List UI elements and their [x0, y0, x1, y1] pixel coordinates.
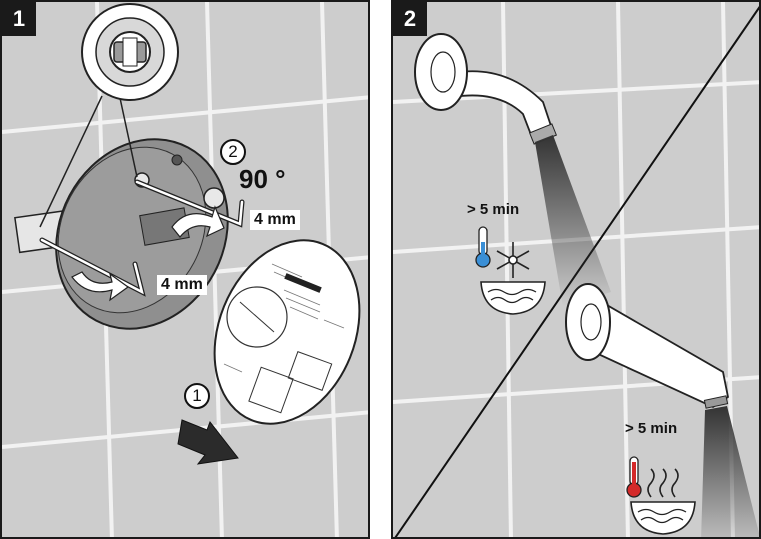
tub-spout-lower	[565, 283, 730, 409]
hot-flush-duration-label: > 5 min	[625, 420, 678, 437]
rotation-arrow-upper	[171, 205, 225, 238]
pull-direction-arrow	[177, 419, 239, 465]
step-2-illustration	[393, 2, 759, 537]
steam-icon	[647, 468, 679, 498]
step-2-panel: 2 > 5 min > 5 min	[391, 0, 761, 539]
rotation-arrow-lower	[71, 271, 130, 302]
step-1-panel: 1 2 90 ° 4 mm 4 mm 1	[0, 0, 370, 539]
snowflake-icon	[496, 242, 530, 278]
water-spray-lower	[701, 406, 759, 537]
water-spray-upper	[535, 135, 611, 307]
wrench-size-label-upper: 4 mm	[250, 210, 300, 230]
step-number-badge: 2	[393, 2, 427, 36]
wrench-size-label-lower: 4 mm	[157, 275, 207, 295]
step-1-illustration	[2, 2, 368, 537]
callout-number-rotate: 2	[220, 139, 246, 165]
step-number-badge: 1	[2, 2, 36, 36]
detail-zoom-callout	[39, 3, 179, 228]
cold-water-icon	[475, 226, 546, 315]
rotation-angle-label: 90 °	[239, 164, 286, 194]
callout-number-remove: 1	[184, 383, 210, 409]
hot-water-icon	[626, 456, 696, 535]
protective-cover-card	[213, 239, 361, 425]
cold-flush-duration-label: > 5 min	[467, 201, 520, 218]
shower-arm-upper	[414, 33, 558, 145]
